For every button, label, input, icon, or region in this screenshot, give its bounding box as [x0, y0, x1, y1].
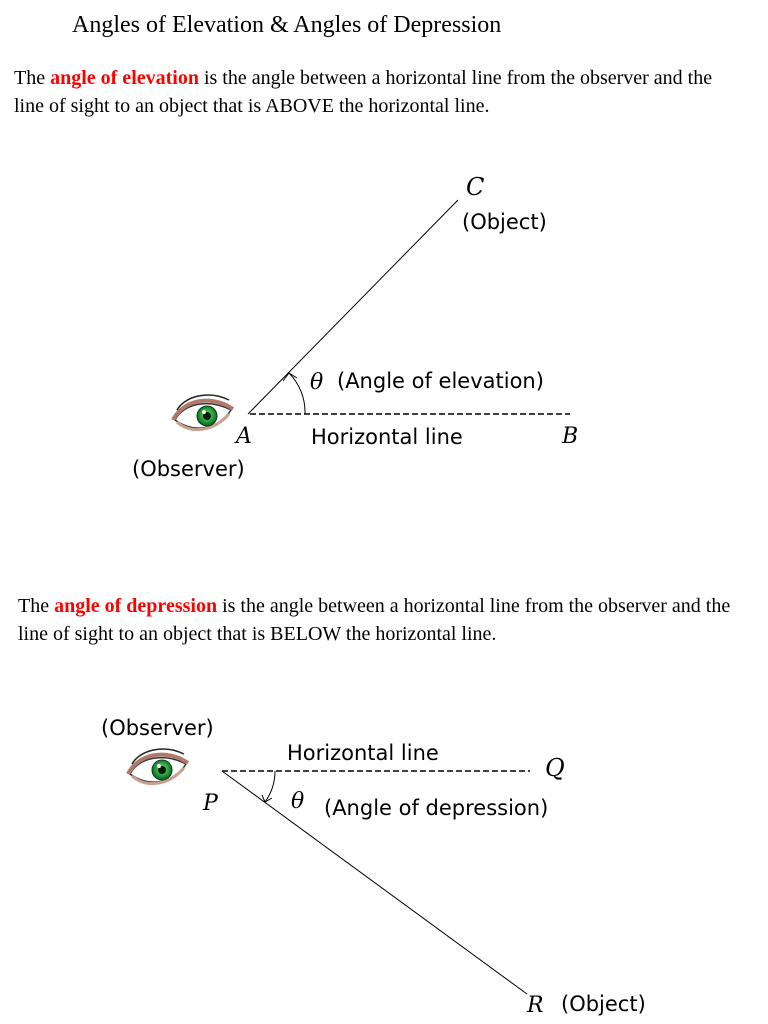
point-a: A	[234, 424, 252, 449]
angle-arc	[288, 372, 306, 415]
elevation-definition: The angle of elevation is the angle betw…	[14, 64, 744, 120]
angle-arrowhead	[261, 794, 273, 803]
theta-symbol: θ	[291, 789, 304, 814]
angle-arc	[264, 770, 276, 803]
depression-text-pre: The	[18, 595, 55, 617]
eye-icon	[126, 748, 190, 786]
elevation-term: angle of elevation	[50, 67, 199, 89]
angle-arrowhead	[282, 372, 298, 382]
line-of-sight	[221, 770, 528, 995]
object-label: (Object)	[561, 992, 646, 1016]
eye-icon	[171, 394, 235, 432]
theta-symbol: θ	[310, 370, 323, 395]
point-b: B	[561, 424, 578, 449]
point-q: Q	[545, 754, 565, 782]
elevation-text-pre: The	[14, 67, 51, 89]
page-title: Angles of Elevation & Angles of Depressi…	[72, 12, 502, 38]
observer-label: (Observer)	[101, 716, 214, 740]
point-p: P	[202, 791, 219, 816]
object-label: (Object)	[462, 210, 547, 234]
elevation-text-post: is the angle between a horizontal line f…	[14, 67, 713, 117]
depression-term: angle of depression	[54, 595, 218, 617]
point-r: R	[526, 993, 544, 1018]
horizontal-line-label: Horizontal line	[311, 425, 463, 449]
depression-definition: The angle of depression is the angle bet…	[18, 592, 748, 648]
depression-text-post: is the angle between a horizontal line f…	[18, 595, 731, 645]
point-c: C	[466, 173, 484, 201]
elevation-diagram: C (Object) θ (Angle of elevation) A Hori…	[132, 173, 578, 481]
observer-label: (Observer)	[132, 457, 245, 481]
depression-diagram: (Observer) Horizontal line Q P θ (Angle …	[101, 716, 646, 1018]
angle-of-elevation-label: (Angle of elevation)	[337, 369, 544, 393]
angle-of-depression-label: (Angle of depression)	[324, 796, 548, 820]
horizontal-line-label: Horizontal line	[287, 741, 439, 765]
line-of-sight	[247, 199, 459, 415]
